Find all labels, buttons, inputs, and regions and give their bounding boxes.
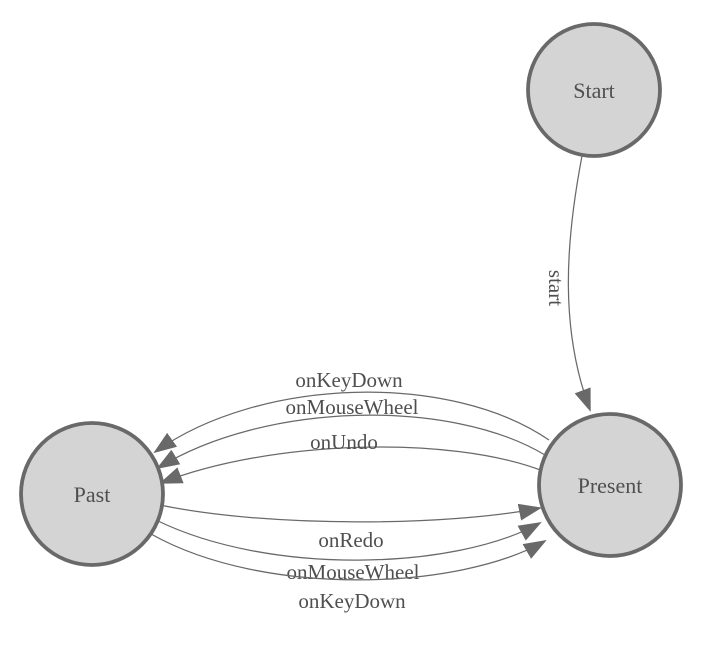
edge-path-onredo <box>159 503 542 523</box>
edge-path-onkeydown-bottom <box>150 533 547 581</box>
edge-path-onundo <box>159 446 544 484</box>
edge-present-to-past-undo: onUndo <box>159 430 544 484</box>
edge-present-to-past-keydown: onKeyDown <box>153 368 550 454</box>
edge-path-start <box>567 155 591 412</box>
edge-path-onmousewheel-bottom <box>155 519 542 561</box>
edge-past-to-present-mousewheel: onMouseWheel <box>155 519 542 584</box>
edge-label-onredo: onRedo <box>318 528 383 552</box>
node-start-label: Start <box>573 78 615 103</box>
edge-present-to-past-mousewheel: onMouseWheel <box>156 395 546 470</box>
node-present-label: Present <box>578 473 643 498</box>
edge-past-to-present-redo: onRedo <box>159 503 542 552</box>
node-past-circle <box>19 421 165 567</box>
edge-label-onmousewheel-top: onMouseWheel <box>286 395 419 419</box>
node-past-label: Past <box>74 482 111 507</box>
node-past: Past <box>19 421 165 567</box>
node-present-circle <box>537 412 683 558</box>
edge-past-to-present-keydown: onKeyDown <box>150 533 547 613</box>
edge-path-onkeydown-top <box>153 391 550 454</box>
node-start: Start <box>526 22 662 158</box>
edge-label-onkeydown-bottom: onKeyDown <box>298 589 406 613</box>
edge-path-onmousewheel-top <box>156 414 546 470</box>
edge-label-start: start <box>544 270 568 306</box>
edge-start-to-present: start <box>544 155 591 412</box>
edge-label-onundo: onUndo <box>310 430 378 454</box>
node-start-circle <box>526 22 662 158</box>
node-present: Present <box>537 412 683 558</box>
edge-label-onkeydown-top: onKeyDown <box>295 368 403 392</box>
